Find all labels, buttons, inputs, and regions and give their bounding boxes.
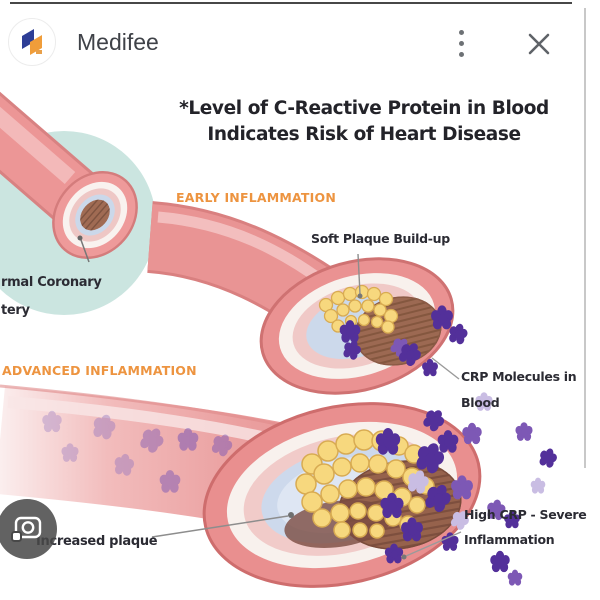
- figure-title-line1: *Level of C-Reactive Protein in Blood: [179, 98, 549, 119]
- crp-heart-disease-infographic: [0, 91, 560, 588]
- crp-molecules-label-line1: CRP Molecules in: [461, 369, 577, 384]
- figure-title-line2: Indicates Risk of Heart Disease: [207, 124, 521, 145]
- kebab-menu-icon[interactable]: [455, 28, 469, 62]
- high-crp-label-line2: Inflammation: [464, 532, 555, 547]
- top-border: [10, 2, 572, 4]
- normal-artery-illustration: [0, 91, 156, 315]
- advanced-inflammation-label: ADVANCED INFLAMMATION: [2, 363, 197, 378]
- high-crp-pointer-line: [405, 531, 462, 557]
- close-icon[interactable]: [521, 26, 557, 62]
- scrollbar[interactable]: [584, 8, 586, 468]
- medifee-logo-icon: [8, 18, 56, 66]
- early-inflammation-label: EARLY INFLAMMATION: [176, 190, 336, 205]
- google-lens-camera-icon[interactable]: [0, 499, 57, 559]
- normal-coronary-label-line1: rmal Coronary: [1, 275, 102, 290]
- high-crp-label-line1: High CRP - Severe: [464, 507, 587, 522]
- advanced-inflammation-artery: [0, 384, 560, 588]
- increased-plaque-pointer-line: [151, 515, 289, 538]
- soft-plaque-label: Soft Plaque Build-up: [311, 231, 450, 246]
- soft-plaque-cluster: [318, 284, 399, 334]
- app-title: Medifee: [77, 29, 159, 55]
- increased-plaque-label: Increased plaque: [36, 534, 158, 549]
- normal-coronary-label-line2: tery: [1, 303, 30, 318]
- early-inflammation-artery: [146, 201, 470, 395]
- crp-molecules-label-line2: Blood: [461, 395, 500, 410]
- soft-plaque-pointer-line: [357, 253, 361, 295]
- crp-pointer-line: [431, 357, 460, 380]
